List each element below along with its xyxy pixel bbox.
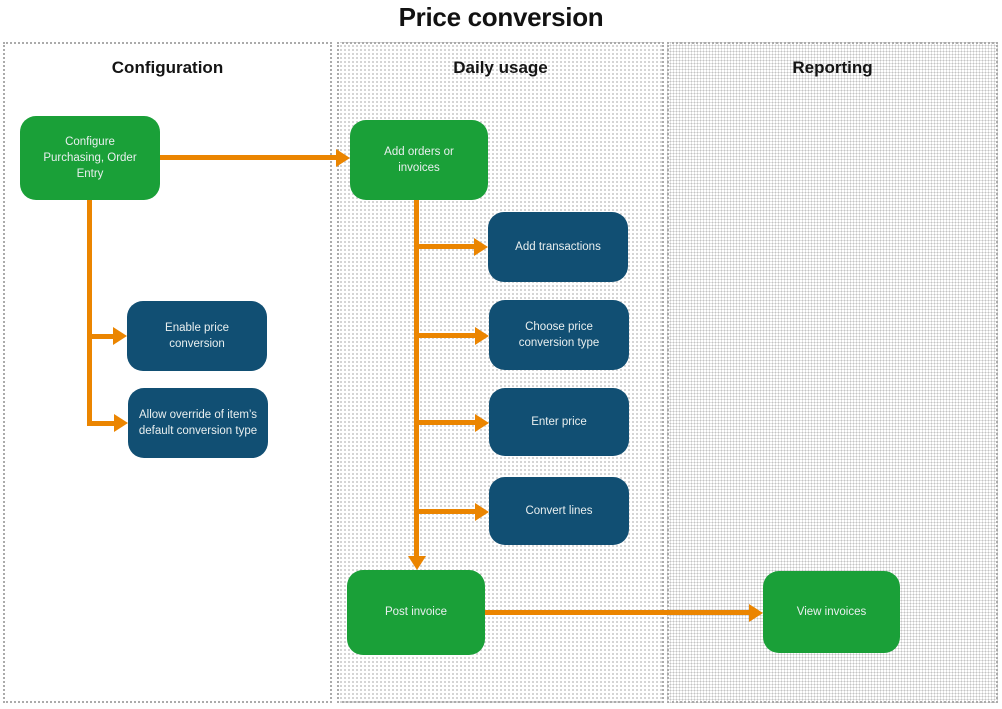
edge-configure-to-allow-arrowhead — [114, 414, 128, 432]
edge-add-orders-to-choose-type-arrowhead — [475, 327, 489, 345]
page-title: Price conversion — [398, 2, 604, 32]
lane-reporting: Reporting — [667, 42, 998, 703]
edge-configure-to-enable-arrowhead — [113, 327, 127, 345]
node-post-invoice: Post invoice — [347, 570, 485, 655]
node-label: View invoices — [796, 605, 867, 618]
edge-post-invoice-to-view-invoices-line — [485, 610, 749, 615]
node-label: Add orders or invoices — [384, 145, 454, 174]
edge-add-orders-to-convert-lines-arrowhead — [475, 503, 489, 521]
node-label: Enter price — [531, 415, 587, 428]
node-add-orders-or-invoices: Add orders or invoices — [350, 120, 488, 200]
node-label: Post invoice — [384, 606, 447, 619]
edge-add-orders-to-convert-lines-line — [417, 509, 475, 514]
edge-add-orders-trunk-line — [414, 199, 419, 557]
edge-add-orders-to-post-invoice-arrowhead — [408, 556, 426, 570]
node-choose-price-conversion-type: Choose price conversion type — [489, 300, 629, 370]
edge-configure-to-add-orders-line — [160, 155, 338, 160]
edge-add-orders-to-choose-type-line — [417, 333, 475, 338]
edge-configure-to-allow-line — [90, 421, 115, 426]
node-enter-price: Enter price — [489, 388, 629, 456]
node-label: Enable price conversion — [165, 321, 229, 350]
node-label: Allow override of item’s default convers… — [138, 408, 258, 437]
edge-configure-trunk-line — [87, 200, 92, 426]
node-convert-lines: Convert lines — [489, 477, 629, 545]
edge-add-orders-to-add-transactions-arrowhead — [474, 238, 488, 256]
edge-add-orders-to-enter-price-arrowhead — [475, 414, 489, 432]
lane-daily-usage-header: Daily usage — [453, 58, 548, 77]
edge-configure-to-enable-line — [90, 334, 114, 339]
node-configure-purchasing-order-entry: Configure Purchasing, Order Entry — [20, 116, 160, 200]
node-label: Add transactions — [515, 240, 601, 253]
node-enable-price-conversion: Enable price conversion — [127, 301, 267, 371]
node-label: Choose price conversion type — [518, 320, 600, 349]
node-label: Convert lines — [525, 504, 593, 517]
lane-reporting-header: Reporting — [792, 58, 873, 77]
edge-add-orders-to-enter-price-line — [417, 420, 475, 425]
node-allow-override: Allow override of item’s default convers… — [128, 388, 268, 458]
edge-add-orders-to-add-transactions-line — [417, 244, 474, 249]
edge-post-invoice-to-view-invoices-arrowhead — [749, 604, 763, 622]
node-label: Configure Purchasing, Order Entry — [43, 135, 137, 181]
edge-configure-to-add-orders-arrowhead — [336, 149, 350, 167]
node-add-transactions: Add transactions — [488, 212, 628, 282]
lane-configuration-header: Configuration — [111, 58, 224, 77]
node-view-invoices: View invoices — [763, 571, 900, 653]
